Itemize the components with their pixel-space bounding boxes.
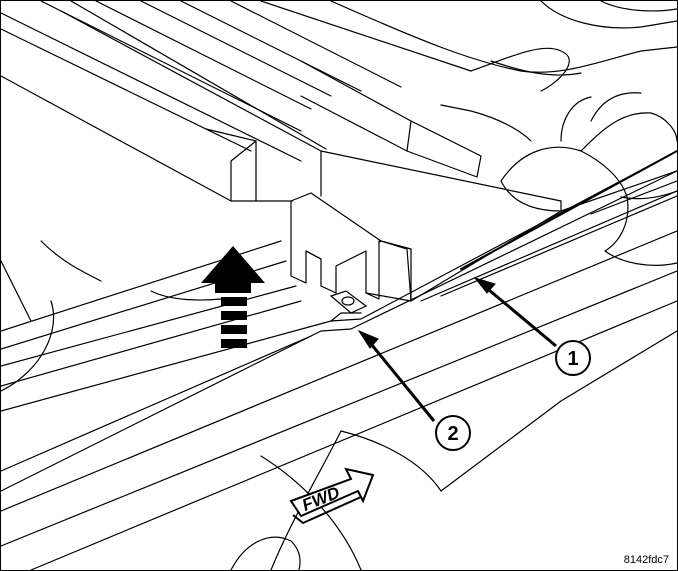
leader-line-2 bbox=[365, 338, 436, 422]
panel-edge bbox=[460, 150, 677, 270]
figure-code: 8142fdc7 bbox=[624, 554, 669, 566]
leader-line-1 bbox=[482, 283, 557, 348]
technician-hand bbox=[500, 92, 677, 266]
arrow-dash-4 bbox=[221, 339, 247, 348]
upper-liner-lines bbox=[1, 1, 472, 162]
removal-direction-arrow bbox=[201, 246, 265, 348]
headliner-panel bbox=[1, 1, 562, 302]
arrow-dash-2 bbox=[221, 311, 247, 320]
leader-arrowhead-2 bbox=[357, 329, 379, 349]
clip-tab bbox=[329, 290, 368, 314]
mounting-clip bbox=[290, 192, 412, 302]
fwd-label: FWD bbox=[299, 483, 342, 515]
leader-arrowhead-1 bbox=[473, 277, 496, 294]
clip-hole bbox=[341, 296, 355, 306]
arrow-head-icon bbox=[201, 246, 265, 293]
callout-2-label: 2 bbox=[447, 423, 458, 445]
callout-2: 2 bbox=[435, 415, 471, 451]
upper-trim-folds bbox=[300, 1, 677, 178]
arrow-dash-1 bbox=[221, 297, 247, 306]
fwd-arrow: FWD bbox=[289, 467, 375, 525]
floor-panel bbox=[1, 240, 677, 570]
arrow-dash-3 bbox=[221, 325, 247, 334]
callout-1: 1 bbox=[555, 340, 591, 376]
callout-1-label: 1 bbox=[567, 348, 578, 370]
